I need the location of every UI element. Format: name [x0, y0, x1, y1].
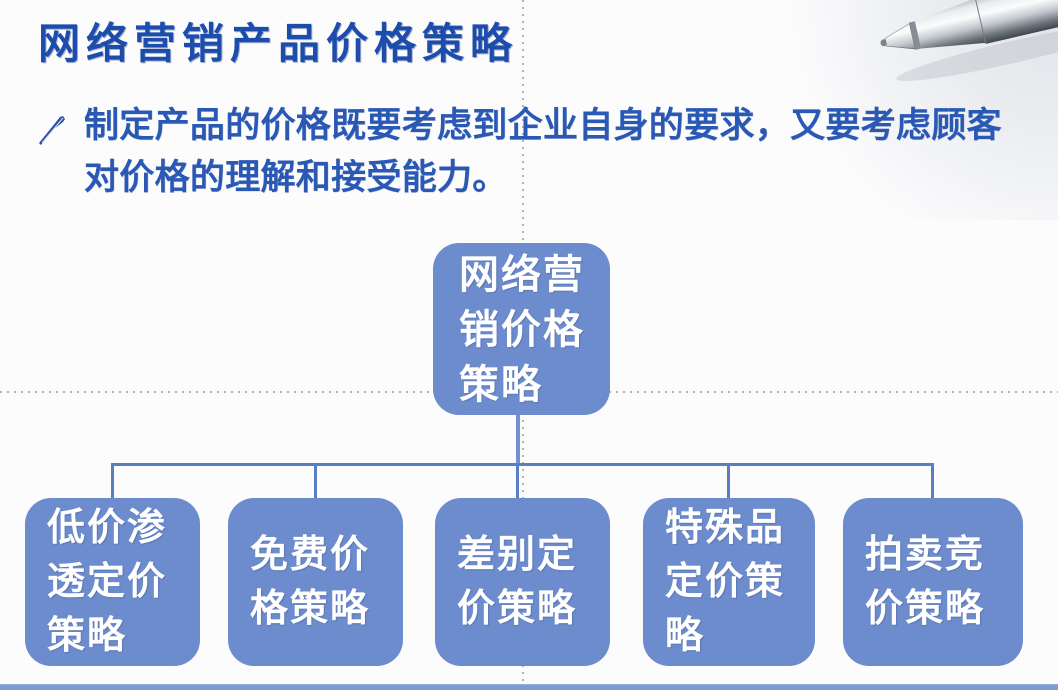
pen-bullet-icon	[39, 116, 65, 145]
root-node: 网络营销价格策略	[433, 243, 610, 415]
root-node-label: 网络营销价格策略	[459, 251, 585, 407]
child-node-label: 低价渗透定价策略	[47, 507, 168, 657]
connector-drop-5	[931, 463, 934, 499]
connector-drop-3	[516, 463, 519, 499]
connector-horizontal-bar	[111, 463, 933, 466]
child-node-free-pricing: 免费价格策略	[228, 498, 403, 666]
connector-drop-4	[727, 463, 730, 499]
bullet-text: 制定产品的价格既要考虑到企业自身的要求，又要考虑顾客对价格的理解和接受能力。	[84, 106, 1002, 197]
child-node-label: 免费价格策略	[250, 534, 371, 630]
child-node-auction-bidding-pricing: 拍卖竞价策略	[843, 498, 1023, 666]
connector-drop-2	[314, 463, 317, 499]
child-node-differential-pricing: 差别定价策略	[435, 498, 610, 666]
child-node-label: 特殊品定价策略	[665, 507, 786, 657]
connector-drop-1	[111, 463, 114, 499]
child-node-low-price-penetration: 低价渗透定价策略	[25, 498, 200, 666]
bullet-row: 制定产品的价格既要考虑到企业自身的要求，又要考虑顾客对价格的理解和接受能力。	[36, 100, 1026, 204]
bottom-strip	[0, 684, 1058, 690]
child-node-label: 差别定价策略	[457, 534, 578, 630]
connector-root-stem	[516, 413, 520, 464]
slide-title: 网络营销产品价格策略	[38, 22, 519, 68]
child-node-special-goods-pricing: 特殊品定价策略	[643, 498, 815, 666]
ballpoint-pen-photo	[880, 0, 1058, 81]
child-node-label: 拍卖竞价策略	[865, 534, 986, 630]
